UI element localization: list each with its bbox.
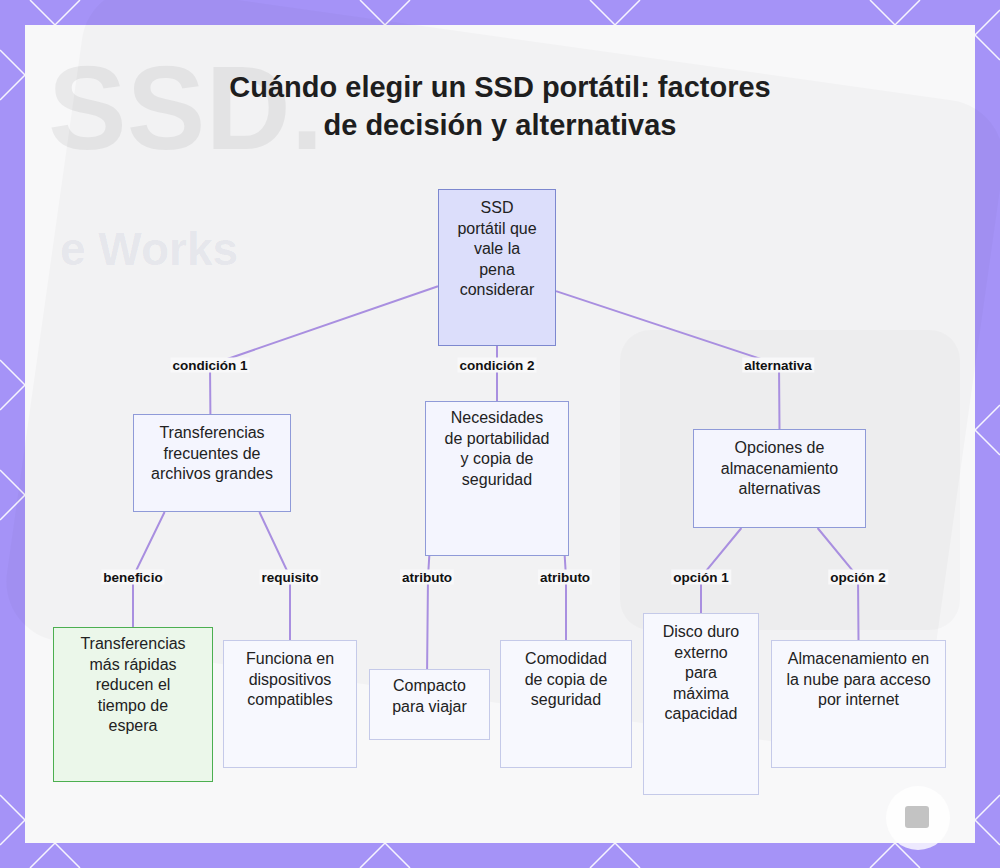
node-text: Disco duro externo para máxima capacidad bbox=[662, 622, 740, 725]
edge-label: condición 1 bbox=[170, 358, 249, 373]
node-text: Necesidades de portabilidad y copia de s… bbox=[441, 408, 553, 490]
requirement-box: Funciona en dispositivos compatibles bbox=[223, 640, 357, 768]
watermark-text: e Works bbox=[60, 222, 238, 276]
edge-label: atributo bbox=[400, 570, 454, 585]
diagram-title: Cuándo elegir un SSD portátil: factores … bbox=[212, 68, 788, 144]
node-text: SSD portátil que vale la pena considerar bbox=[457, 198, 537, 301]
benefit-box: Transferencias más rápidas reducen el ti… bbox=[53, 627, 213, 782]
node-text: Opciones de almacenamiento alternativas bbox=[704, 438, 855, 500]
alternative-box: Opciones de almacenamiento alternativas bbox=[693, 429, 866, 528]
condition-box: Transferencias frecuentes de archivos gr… bbox=[133, 414, 291, 512]
edge-label: opción 1 bbox=[671, 570, 731, 585]
edge-label: condición 2 bbox=[457, 358, 536, 373]
node-text: Compacto para viajar bbox=[392, 676, 467, 717]
watermark-text: SSD. bbox=[48, 40, 323, 176]
node-text: Transferencias frecuentes de archivos gr… bbox=[146, 423, 278, 485]
node-text: Funciona en dispositivos compatibles bbox=[236, 649, 344, 711]
option-box: Almacenamiento en la nube para acceso po… bbox=[771, 640, 946, 768]
edge-label: opción 2 bbox=[828, 570, 888, 585]
edge-label: alternativa bbox=[742, 358, 814, 373]
option-box: Disco duro externo para máxima capacidad bbox=[643, 613, 759, 795]
root-box: SSD portátil que vale la pena considerar bbox=[438, 189, 556, 346]
connector-line bbox=[210, 286, 438, 414]
condition-box: Necesidades de portabilidad y copia de s… bbox=[425, 401, 569, 556]
connector-line bbox=[496, 346, 498, 401]
attribute-box: Comodidad de copia de seguridad bbox=[500, 640, 632, 768]
edge-label: beneficio bbox=[101, 570, 164, 585]
edge-label: atributo bbox=[538, 570, 592, 585]
node-text: Almacenamiento en la nube para acceso po… bbox=[784, 649, 933, 711]
edge-label: requisito bbox=[259, 570, 320, 585]
node-text: Transferencias más rápidas reducen el ti… bbox=[72, 634, 194, 737]
attribute-box: Compacto para viajar bbox=[369, 669, 490, 740]
node-text: Comodidad de copia de seguridad bbox=[523, 649, 609, 711]
